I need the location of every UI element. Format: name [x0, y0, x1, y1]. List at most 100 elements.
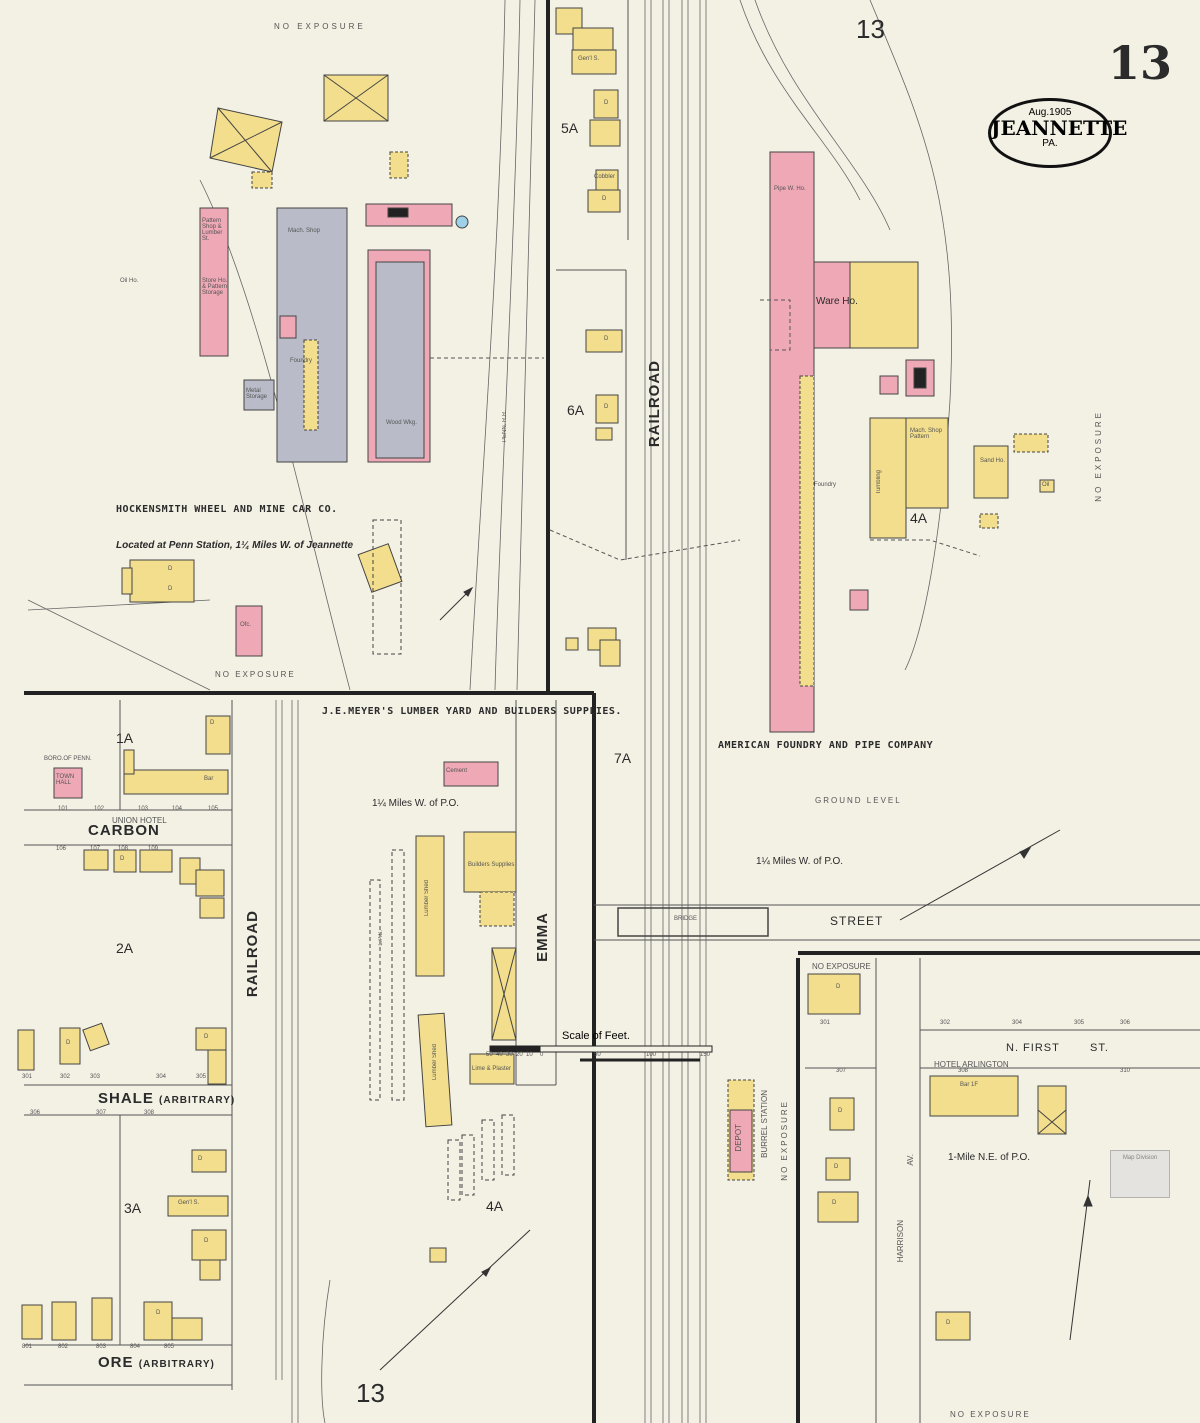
dwelling-2: D: [602, 196, 607, 202]
street-ore-note: (ARBITRARY): [138, 1359, 215, 1370]
label-cobbler: Cobbler: [594, 174, 616, 180]
lot-105: 105: [208, 806, 219, 812]
title-state: PA.: [1042, 138, 1058, 149]
section-5a: 5A: [561, 120, 579, 136]
lot-103: 103: [138, 806, 149, 812]
label-oil: Oil: [1042, 482, 1050, 488]
scale-tick-100: 100: [646, 1052, 657, 1058]
street-emma: EMMA: [534, 912, 551, 962]
label-genl-s: Gen'l S.: [178, 1200, 200, 1206]
lot-802: 802: [58, 1344, 69, 1350]
bridge: [617, 907, 769, 937]
dwelling-9: D: [834, 1164, 839, 1170]
dwelling-1: D: [604, 100, 609, 106]
street-ore: ORE (ARBITRARY): [98, 1354, 215, 1371]
scale-tick-50: 50: [594, 1052, 601, 1058]
label-warehouse: Ware Ho.: [816, 296, 858, 307]
title-city: JEANNETTE: [991, 116, 1128, 140]
hockensmith-plant: [121, 74, 469, 657]
town-hall: TOWN HALL: [56, 774, 75, 786]
section-3a: 3A: [124, 1200, 142, 1216]
street-harrison: HARRISON: [896, 1220, 905, 1263]
boro-of-penn: BORO.OF PENN.: [44, 756, 92, 762]
lot-304-first: 304: [1012, 1020, 1023, 1026]
sheet-number: 13: [1108, 36, 1173, 90]
union-hotel: UNION HOTEL: [112, 816, 167, 825]
page-number-bottom: 13: [356, 1378, 385, 1408]
label-genl-s-top: Gen'l S.: [578, 56, 600, 62]
lot-302-shale: 302: [60, 1074, 71, 1080]
lot-803: 803: [96, 1344, 107, 1350]
lot-108: 108: [118, 846, 129, 852]
street-ore-name: ORE: [98, 1354, 134, 1371]
section-7a: 7A: [614, 750, 632, 766]
street-street: STREET: [830, 914, 884, 928]
block-1a-2a-3a-buildings: [17, 715, 231, 1341]
distance-po-2: 1¼ Miles W. of P.O.: [756, 856, 844, 867]
distance-po-3: 1-Mile N.E. of P.O.: [948, 1152, 1031, 1163]
lot-302-first: 302: [940, 1020, 951, 1026]
hockensmith-company-name: HOCKENSMITH WHEEL AND MINE CAR CO.: [116, 504, 338, 515]
map-division-stamp-text: Map Division: [1122, 1155, 1158, 1161]
north-arrows: [379, 586, 1093, 1371]
lower-right-buildings: [727, 973, 1067, 1341]
lot-305-first: 305: [1074, 1020, 1085, 1026]
dwelling-6: D: [168, 586, 173, 592]
american-foundry-plant: [769, 151, 1055, 733]
street-harrison-suffix: AV.: [906, 1154, 915, 1166]
no-exposure-lower-block: NO EXPOSURE: [812, 962, 871, 971]
penn-rr-label: PENN. R.R.: [502, 410, 508, 443]
lot-305-shale: 305: [196, 1074, 207, 1080]
street-shale: SHALE (ARBITRARY): [98, 1090, 235, 1107]
block-boundaries: [24, 0, 1200, 1423]
bridge-label: BRIDGE: [674, 916, 698, 922]
dwelling-8: D: [838, 1108, 843, 1114]
meyers-company-name: J.E.MEYER'S LUMBER YARD AND BUILDERS SUP…: [322, 706, 622, 717]
label-builders-supplies: Builders Supplies: [468, 862, 515, 868]
dwelling-5: D: [168, 566, 173, 572]
lot-308-first: 308: [958, 1068, 969, 1074]
dwelling-4: D: [604, 404, 609, 410]
scale-tick-10: 10: [526, 1052, 533, 1058]
section-1a: 1A: [116, 730, 134, 746]
label-american-foundry: Foundry: [814, 482, 837, 488]
lot-301-shale: 301: [22, 1074, 33, 1080]
lot-307-shale: 307: [96, 1110, 107, 1116]
dwelling-7: D: [836, 984, 841, 990]
scale-tick-150: 150: [700, 1052, 711, 1058]
scale-tick-20: 20: [516, 1052, 523, 1058]
scale-title: Scale of Feet.: [562, 1030, 630, 1042]
label-lumber-shed-2: Lumber Shed: [432, 1044, 438, 1081]
lot-304-shale: 304: [156, 1074, 167, 1080]
section-4a-upper: 4A: [910, 510, 928, 526]
dwelling-11: D: [946, 1320, 951, 1326]
lot-310-first: 310: [1120, 1068, 1131, 1074]
lot-306-shale: 306: [30, 1110, 41, 1116]
lot-804: 804: [130, 1344, 141, 1350]
label-cement: Cement: [446, 768, 468, 774]
lot-303-shale: 303: [90, 1074, 101, 1080]
street-shale-note: (ARBITRARY): [159, 1095, 236, 1106]
lot-109: 109: [148, 846, 159, 852]
dwelling-15: D: [204, 1238, 209, 1244]
lot-306-first: 306: [1120, 1020, 1131, 1026]
hockensmith-location: Located at Penn Station, 1¼ Miles W. of …: [116, 540, 354, 551]
burrel-station-label: BURREL STATION: [760, 1090, 769, 1158]
lot-308-shale: 308: [144, 1110, 155, 1116]
no-exposure-right: NO EXPOSURE: [1094, 410, 1103, 502]
dwelling-18: D: [120, 856, 125, 862]
lot-104: 104: [172, 806, 183, 812]
lot-106: 106: [56, 846, 67, 852]
label-bar-1f: Bar 1F: [960, 1082, 979, 1088]
title-badge: Aug.1905 JEANNETTE PA.: [988, 98, 1128, 168]
no-exposure-left-block: NO EXPOSURE: [215, 670, 296, 679]
american-company-name: AMERICAN FOUNDRY AND PIPE COMPANY: [718, 740, 934, 751]
label-mach-shop-pattern: Mach. Shop Pattern: [910, 428, 943, 440]
dwelling-10: D: [832, 1200, 837, 1206]
pipe-lines: [430, 299, 981, 561]
label-bar: Bar: [204, 776, 214, 782]
section-4a-lower: 4A: [486, 1198, 504, 1214]
label-pattern-shop: Pattern Shop & Lumber St.: [202, 218, 223, 242]
no-exposure-vertical: NO EXPOSURE: [780, 1100, 789, 1181]
